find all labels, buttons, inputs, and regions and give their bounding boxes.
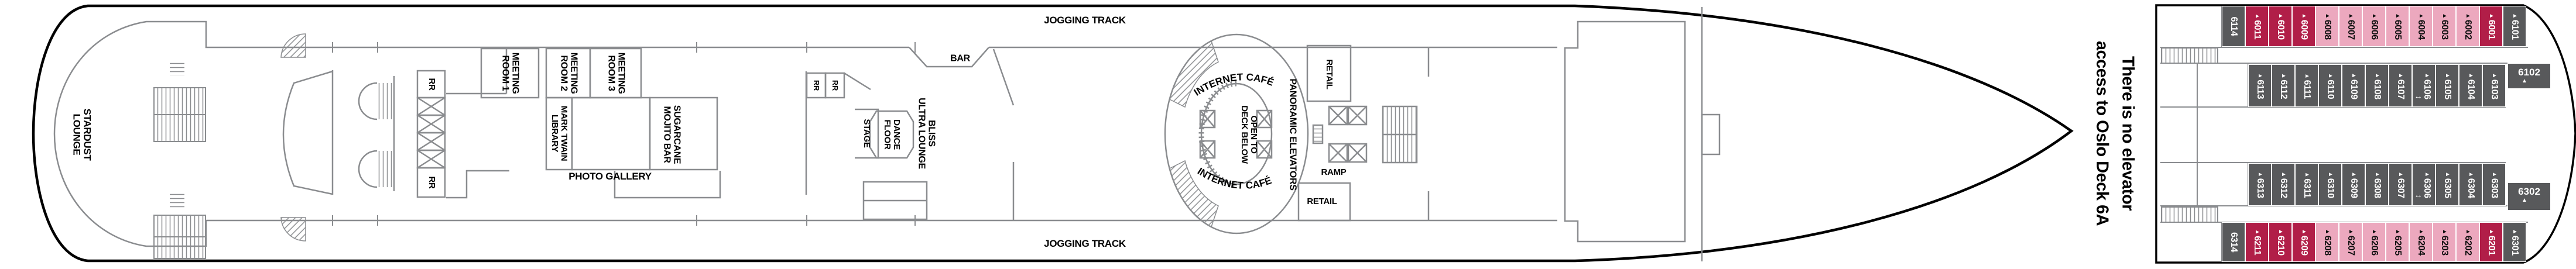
restroom-label: RR: [831, 80, 840, 91]
cabin-6107: ▲6107: [2389, 64, 2412, 107]
cabin-6102: 6102▲: [2508, 63, 2551, 89]
photo-gallery-label: PHOTO GALLERY: [568, 170, 652, 182]
cabin-6111: ▲6111: [2295, 64, 2318, 107]
retail-top-label: RETAIL: [1324, 59, 1335, 89]
cabin-6106: ▲6106↕: [2412, 64, 2435, 107]
cabin-6101: ▲6101: [2503, 6, 2526, 47]
cabin-6203: ▲6203: [2433, 222, 2456, 262]
cabin-6110: ▲6110: [2318, 64, 2342, 107]
bar-label: BAR: [950, 53, 970, 64]
cabin-row-bottom-outer: 6314▲6211▲6210▲6209▲6208▲6207▲6206▲6205▲…: [2222, 222, 2526, 262]
cabin-6104: ▲6104: [2459, 64, 2482, 107]
cabin-6007: ▲6007: [2339, 6, 2362, 47]
cabin-6009: ▲6009: [2292, 6, 2315, 47]
restroom-label: RR: [812, 80, 821, 91]
cabin-6003: ▲6003: [2433, 6, 2456, 47]
restroom-label: RR: [427, 176, 437, 189]
cabin-6114: 6114: [2222, 6, 2245, 47]
cabin-6005: ▲6005: [2386, 6, 2409, 47]
cabin-6305: ▲6305: [2435, 163, 2459, 206]
walls: [53, 7, 1721, 261]
cabin-6303: ▲6303: [2482, 163, 2506, 206]
cabin-6108: ▲6108: [2365, 64, 2389, 107]
cabin-6313: ▲6313: [2248, 163, 2272, 206]
cabin-6105: ▲6105: [2435, 64, 2459, 107]
cabin-row-top-outer: 6114▲6011▲6010▲6009▲6008▲6007▲6006▲6005▲…: [2222, 6, 2526, 47]
cabin-6310: ▲6310: [2318, 163, 2342, 206]
cabin-6109: ▲6109: [2342, 64, 2365, 107]
cabin-6208: ▲6208: [2315, 222, 2339, 262]
cabin-6210: ▲6210: [2269, 222, 2292, 262]
ship-hull: [32, 4, 2074, 263]
cabin-6207: ▲6207: [2339, 222, 2362, 262]
cabin-6004: ▲6004: [2409, 6, 2433, 47]
cabin-6006: ▲6006: [2362, 6, 2386, 47]
cabin-6307: ▲6307: [2389, 163, 2412, 206]
cabin-6008: ▲6008: [2315, 6, 2339, 47]
cabin-6205: ▲6205: [2386, 222, 2409, 262]
cabin-6202: ▲6202: [2456, 222, 2479, 262]
cabin-6011: ▲6011: [2245, 6, 2269, 47]
cabin-6304: ▲6304: [2459, 163, 2482, 206]
cabin-6308: ▲6308: [2365, 163, 2389, 206]
jogging-track-top-label: JOGGING TRACK: [1044, 14, 1126, 26]
cabin-6113: ▲6113: [2248, 64, 2272, 107]
cabin-6204: ▲6204: [2409, 222, 2433, 262]
cabin-6309: ▲6309: [2342, 163, 2365, 206]
cabin-6301: ▲6301: [2503, 222, 2526, 262]
cabin-6112: ▲6112: [2272, 64, 2295, 107]
internet-cafe-top-label: INTERNET CAFÉ: [1192, 71, 1275, 98]
jogging-track-bottom-label: JOGGING TRACK: [1044, 237, 1126, 249]
cabin-6206: ▲6206: [2362, 222, 2386, 262]
restroom-label: RR: [427, 78, 437, 91]
cabin-6211: ▲6211: [2245, 222, 2269, 262]
cabin-6201: ▲6201: [2479, 222, 2503, 262]
panoramic-elevators-label: PANORAMIC ELEVATORS: [1287, 78, 1298, 191]
stairs: [153, 33, 1219, 259]
ramp-label: RAMP: [1321, 167, 1347, 177]
cabin-6312: ▲6312: [2272, 163, 2295, 206]
cabin-6314: 6314: [2222, 222, 2245, 262]
cabin-row-bottom-inner: ▲6313▲6312▲6311▲6310▲6309▲6308▲6307▲6306…: [2248, 163, 2506, 206]
cabin-6209: ▲6209: [2292, 222, 2315, 262]
cabin-6302: 6302▲: [2508, 182, 2551, 211]
cabin-6002: ▲6002: [2456, 6, 2479, 47]
cabin-6103: ▲6103: [2482, 64, 2506, 107]
cabin-row-top-inner: ▲6113▲6112▲6111▲6110▲6109▲6108▲6107▲6106…: [2248, 64, 2506, 107]
retail-bottom-label: RETAIL: [1307, 196, 1337, 206]
cabin-6001: ▲6001: [2479, 6, 2503, 47]
cabin-6010: ▲6010: [2269, 6, 2292, 47]
stage-label: STAGE: [862, 119, 872, 148]
cabin-6306: ▲6306↕: [2412, 163, 2435, 206]
cabin-6311: ▲6311: [2295, 163, 2318, 206]
